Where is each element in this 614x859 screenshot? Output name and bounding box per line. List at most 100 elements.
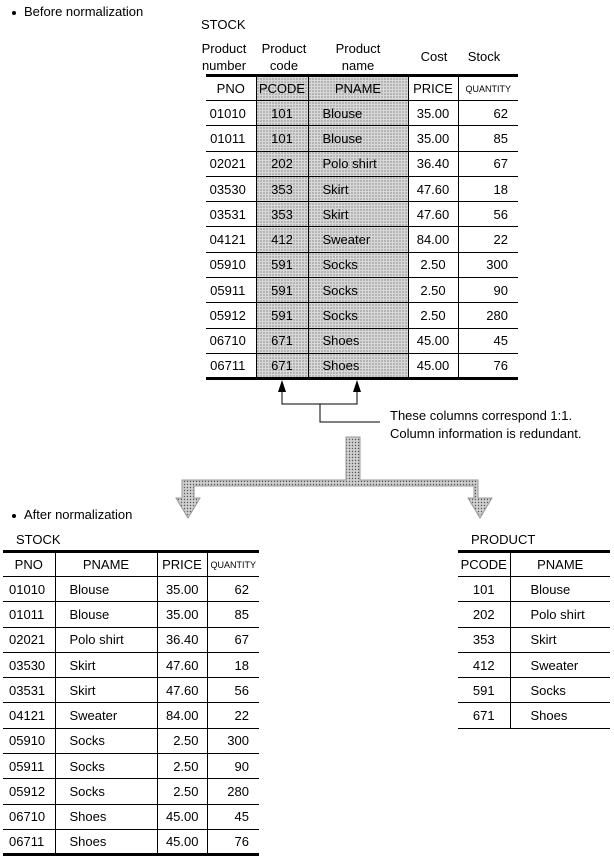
note-line-1: These columns correspond 1:1. <box>390 408 573 423</box>
col-header-pno: PNO <box>3 551 56 577</box>
caption-line: code <box>269 58 299 73</box>
cell-pname: Blouse <box>55 601 158 628</box>
cell-quantity: 85 <box>458 125 518 152</box>
cell-pno: 05910 <box>3 728 56 755</box>
bullet-icon <box>12 10 16 15</box>
cell-pcode: 353 <box>255 201 309 228</box>
cell-pcode: 671 <box>255 353 309 379</box>
cell-pcode: 353 <box>255 176 309 203</box>
cell-quantity: 280 <box>207 778 259 805</box>
cell-pcode: 591 <box>458 677 511 704</box>
cell-quantity: 300 <box>207 728 259 755</box>
cell-pname: Socks <box>308 252 409 279</box>
cell-pcode: 353 <box>458 627 511 653</box>
cell-price: 35.00 <box>157 576 208 603</box>
cell-quantity: 56 <box>207 677 259 704</box>
cell-pcode: 591 <box>255 277 309 304</box>
col-header-pno: PNO <box>206 75 256 101</box>
cell-pname: Polo shirt <box>510 601 610 628</box>
col-header-pname: PNAME <box>510 551 610 577</box>
cell-pno: 01011 <box>3 601 56 628</box>
after-bullet: After normalization <box>12 507 132 522</box>
cell-pcode: 671 <box>458 702 511 729</box>
cell-pname: Shoes <box>55 829 158 855</box>
cell-pname: Socks <box>55 778 158 805</box>
cell-pname: Polo shirt <box>308 151 409 177</box>
col-header-pcode: PCODE <box>458 551 511 577</box>
caption-stock: Stock <box>460 48 508 65</box>
cell-pno: 04121 <box>206 226 256 253</box>
after-stock-title: STOCK <box>16 532 61 547</box>
redundancy-note: These columns correspond 1:1. Column inf… <box>390 407 582 443</box>
cell-price: 36.40 <box>157 627 208 653</box>
cell-quantity: 22 <box>207 702 259 729</box>
cell-pno: 01010 <box>3 576 56 603</box>
cell-pno: 01010 <box>206 100 256 127</box>
cell-quantity: 67 <box>458 151 518 177</box>
caption-product-number: Product number <box>198 40 250 74</box>
cell-quantity: 18 <box>207 652 259 679</box>
cell-price: 47.60 <box>408 201 459 228</box>
cell-pno: 03530 <box>3 652 56 679</box>
caption-line: Stock <box>467 49 501 64</box>
split-arrow-shape <box>175 436 493 519</box>
cell-pcode: 412 <box>255 226 309 253</box>
cell-pname: Socks <box>510 677 610 704</box>
cell-pcode: 101 <box>255 100 309 127</box>
cell-pno: 05910 <box>206 252 256 279</box>
cell-pno: 05911 <box>206 277 256 304</box>
caption-line: Product <box>335 41 381 56</box>
cell-pno: 06710 <box>3 804 56 830</box>
col-header-quantity: QUANTITY <box>458 75 518 101</box>
cell-price: 47.60 <box>408 176 459 203</box>
cell-price: 45.00 <box>408 353 459 379</box>
cell-pname: Shoes <box>308 353 409 379</box>
caption-product-name: Product name <box>318 40 398 74</box>
cell-price: 84.00 <box>408 226 459 253</box>
cell-price: 35.00 <box>157 601 208 628</box>
caption-line: number <box>201 58 247 73</box>
caption-product-code: Product code <box>256 40 312 74</box>
cell-pcode: 101 <box>255 125 309 152</box>
cell-quantity: 85 <box>207 601 259 628</box>
cell-quantity: 67 <box>207 627 259 653</box>
cell-price: 2.50 <box>408 302 459 329</box>
cell-pno: 03531 <box>3 677 56 704</box>
cell-price: 45.00 <box>157 829 208 855</box>
cell-pno: 05912 <box>3 778 56 805</box>
cell-price: 2.50 <box>408 277 459 304</box>
cell-price: 2.50 <box>157 753 208 780</box>
caption-line: name <box>341 58 375 73</box>
cell-quantity: 56 <box>458 201 518 228</box>
cell-pname: Skirt <box>308 176 409 203</box>
cell-pcode: 671 <box>255 328 309 354</box>
bullet-icon <box>12 513 16 518</box>
cell-pno: 03531 <box>206 201 256 228</box>
caption-cost: Cost <box>410 48 458 65</box>
cell-price: 2.50 <box>157 728 208 755</box>
cell-pcode: 101 <box>458 576 511 603</box>
col-header-price: PRICE <box>408 75 459 101</box>
product-title: PRODUCT <box>471 532 536 547</box>
cell-pname: Shoes <box>55 804 158 830</box>
cell-pname: Sweater <box>510 652 610 679</box>
cell-pno: 01011 <box>206 125 256 152</box>
cell-price: 36.40 <box>408 151 459 177</box>
